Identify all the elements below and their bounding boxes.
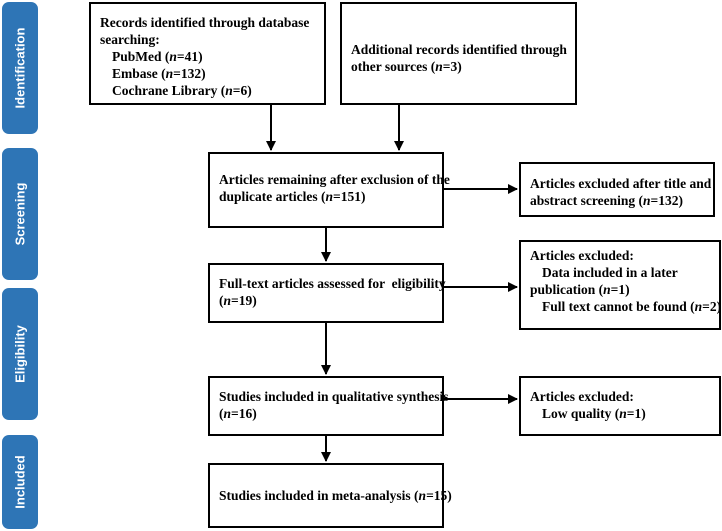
excl2-title: Articles excluded: bbox=[530, 248, 634, 263]
database-cochrane: Cochrane Library (n=6) bbox=[112, 83, 252, 98]
database-pubmed: PubMed (n=41) bbox=[112, 49, 203, 64]
qual-count: (n=16) bbox=[219, 406, 257, 421]
after-duplicates-box: Articles remaining after exclusion of th… bbox=[208, 152, 450, 228]
excl3-item: Low quality (n=1) bbox=[542, 406, 646, 421]
qualitative-synthesis-box: Studies included in qualitative synthesi… bbox=[208, 376, 449, 436]
excl2-item2: Full text cannot be found (n=2) bbox=[542, 299, 722, 314]
stage-eligibility-label: Eligibility bbox=[2, 288, 38, 420]
fulltext-line1: Full-text articles assessed for eligibil… bbox=[219, 276, 446, 291]
stage-included-label: Included bbox=[2, 435, 38, 529]
database-title-line2: searching: bbox=[100, 32, 160, 47]
database-records-box: Records identified through database sear… bbox=[89, 2, 326, 105]
qual-line1: Studies included in qualitative synthesi… bbox=[219, 389, 449, 404]
other-sources-box: Additional records identified through ot… bbox=[340, 2, 577, 105]
meta-analysis-box: Studies included in meta-analysis (n=15) bbox=[208, 463, 452, 528]
excluded-title-abstract-box: Articles excluded after title and abstra… bbox=[519, 162, 715, 217]
other-line1: Additional records identified through bbox=[351, 42, 567, 57]
excl1-line1: Articles excluded after title and bbox=[530, 176, 712, 191]
other-line2: other sources (n=3) bbox=[351, 59, 462, 74]
excluded-full-text-box: Articles excluded: Data included in a la… bbox=[519, 240, 721, 330]
excl3-title: Articles excluded: bbox=[530, 389, 634, 404]
excl2-item1-line1: Data included in a later bbox=[542, 265, 678, 280]
excl2-item1-line2: publication (n=1) bbox=[530, 282, 630, 297]
excluded-low-quality-box: Articles excluded: Low quality (n=1) bbox=[519, 376, 721, 436]
database-embase: Embase (n=132) bbox=[112, 66, 206, 81]
dup-line1: Articles remaining after exclusion of th… bbox=[219, 172, 450, 187]
stage-identification-label: Identification bbox=[2, 2, 38, 134]
full-text-assessed-box: Full-text articles assessed for eligibil… bbox=[208, 263, 446, 323]
database-title-line1: Records identified through database bbox=[100, 15, 310, 30]
meta-line1: Studies included in meta-analysis (n=15) bbox=[219, 488, 452, 503]
stage-screening-label: Screening bbox=[2, 148, 38, 280]
dup-line2: duplicate articles (n=151) bbox=[219, 189, 366, 204]
fulltext-count: (n=19) bbox=[219, 293, 257, 308]
excl1-line2: abstract screening (n=132) bbox=[530, 193, 683, 208]
